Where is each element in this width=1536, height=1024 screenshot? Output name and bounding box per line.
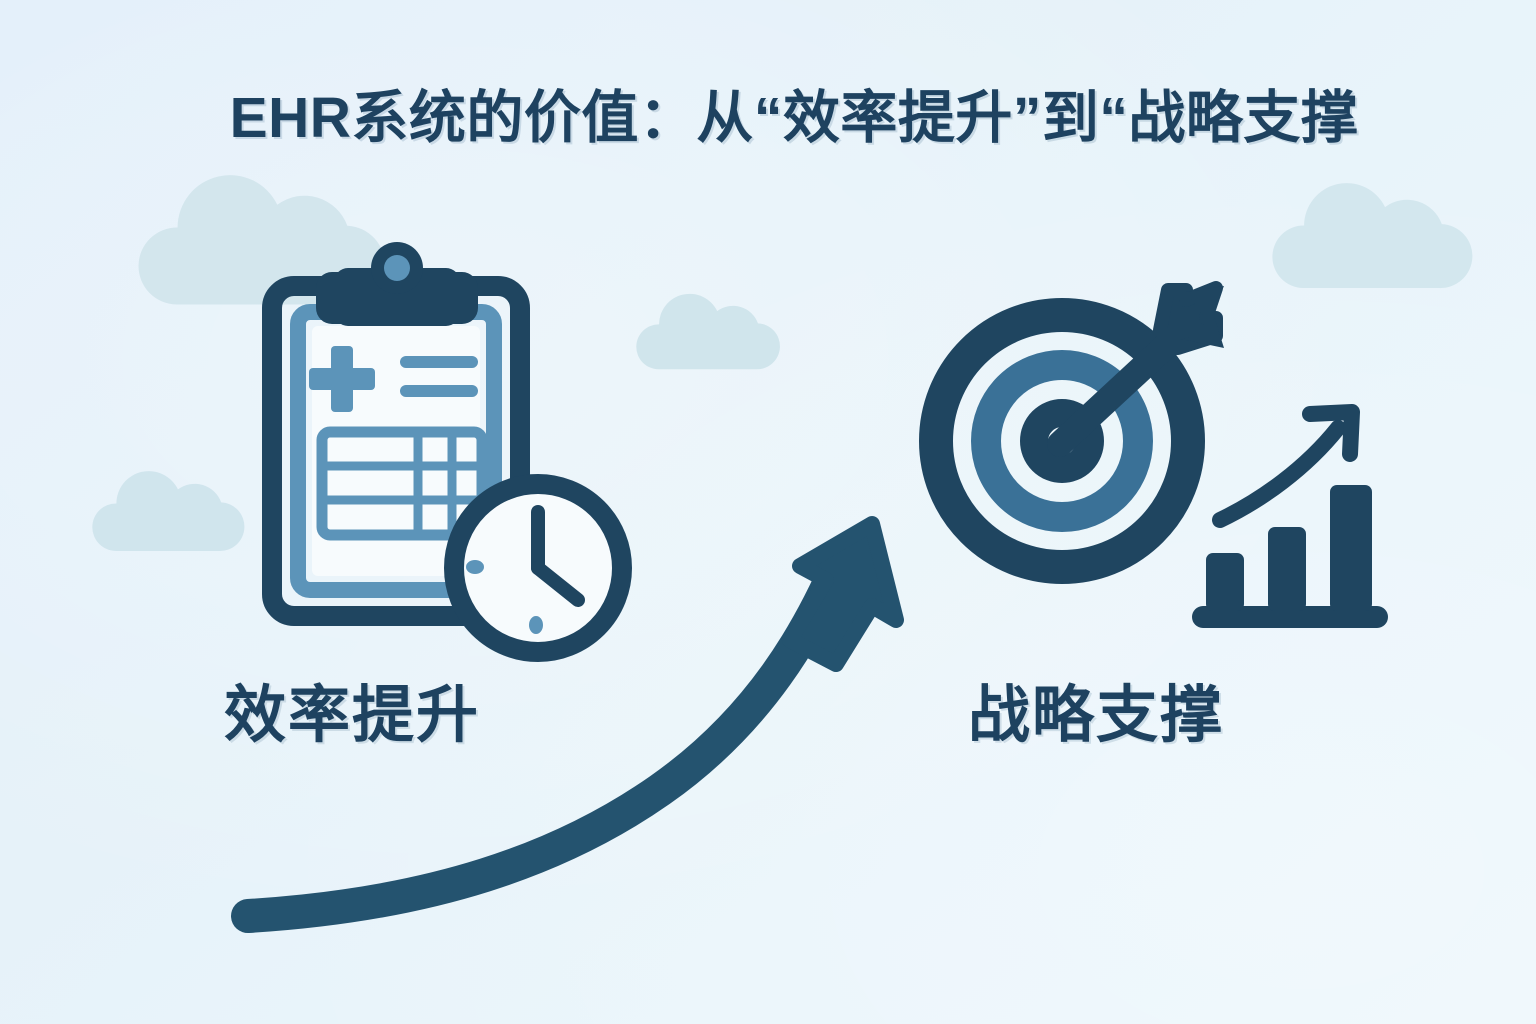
medical-cross-icon: [309, 346, 375, 412]
bar-3: [1330, 485, 1372, 611]
target-with-growth-chart-icon: [919, 281, 1388, 628]
target-bullseye-icon: [919, 298, 1205, 584]
page-title: EHR系统的价值：从“效率提升”到“战略支撑: [229, 86, 1359, 150]
bar-1: [1206, 553, 1244, 611]
bar-chart-icon: [1192, 485, 1388, 628]
caption-strategy: 战略支撑: [968, 681, 1225, 750]
clipboard-with-clock-icon: [262, 242, 632, 662]
caption-efficiency: 效率提升: [224, 681, 481, 750]
trend-up-arrow-icon: [1212, 404, 1360, 528]
bar-2: [1268, 527, 1306, 611]
curved-up-arrow-icon: [231, 516, 904, 933]
data-table-icon: [316, 426, 488, 541]
clock-icon: [444, 474, 632, 662]
text-lines-icon: [400, 356, 478, 397]
arrow-dart-icon: [1047, 281, 1224, 457]
